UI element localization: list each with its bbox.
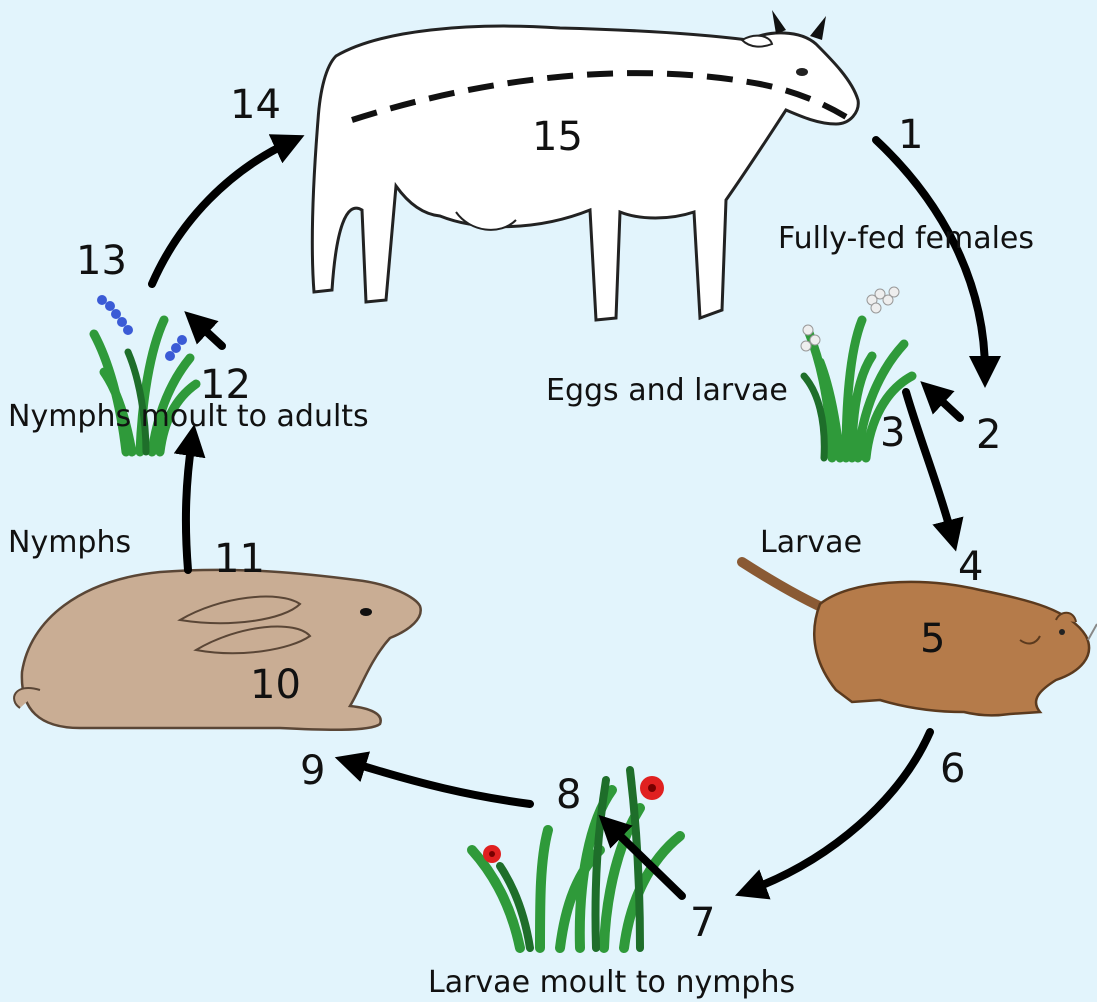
arrow-6-7: [750, 732, 930, 890]
arrow-11-12: [186, 440, 192, 570]
number-3: 3: [880, 410, 905, 456]
label-nymphs: Nymphs: [8, 525, 131, 560]
arrow-3-4: [906, 392, 952, 536]
label-fully-fed-females: Fully-fed females: [778, 221, 1034, 256]
label-larvae-moult-to-nymphs: Larvae moult to nymphs: [428, 965, 795, 1000]
arrow-1-2: [876, 140, 985, 372]
arrow-2-3: [932, 392, 960, 418]
number-8: 8: [556, 772, 581, 818]
label-eggs-and-larvae: Eggs and larvae: [546, 373, 788, 408]
arrow-13-14: [152, 142, 290, 284]
number-6: 6: [940, 746, 965, 792]
number-15: 15: [532, 114, 583, 160]
number-11: 11: [214, 536, 265, 582]
arrow-8-9: [350, 762, 530, 804]
number-9: 9: [300, 748, 325, 794]
cow-icon: [312, 10, 858, 320]
rabbit-icon: [14, 570, 421, 730]
label-larvae: Larvae: [760, 525, 862, 560]
number-14: 14: [230, 82, 281, 128]
number-4: 4: [958, 544, 983, 590]
label-nymphs-moult-to-adults: Nymphs moult to adults: [8, 399, 369, 434]
number-2: 2: [976, 412, 1001, 458]
number-10: 10: [250, 662, 301, 708]
arrow-12-13: [196, 322, 222, 346]
number-5: 5: [920, 616, 945, 662]
number-13: 13: [76, 238, 127, 284]
number-7: 7: [690, 900, 715, 946]
number-1: 1: [898, 112, 923, 158]
